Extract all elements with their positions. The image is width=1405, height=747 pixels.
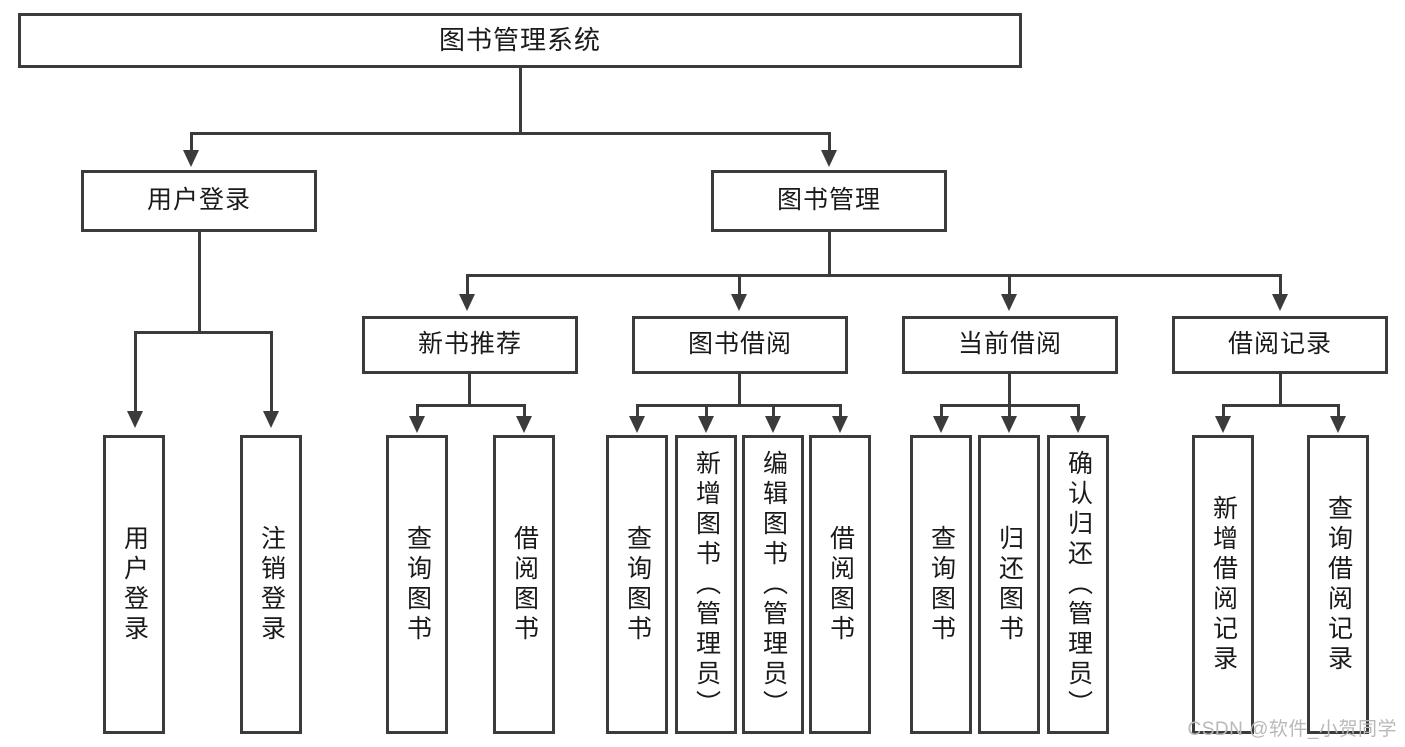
arrowhead-bb-add-book [698,416,714,433]
edge-to-book-borrow [738,274,741,298]
leaf-nb-borrow-book[interactable]: 借阅图书 [493,435,555,734]
edge-root-bus [190,132,831,135]
arrowhead-to-book-borrow [731,294,747,311]
node-label: 查询图书 [403,524,432,645]
edge-user-login-stem [198,232,201,333]
arrowhead-br-query-record [1330,416,1346,433]
edge-bb-to-query-book [636,404,639,420]
node-label: 确认归还（管理员） [1064,449,1093,720]
edge-br-to-add-record [1222,404,1225,420]
arrowhead-to-leaf-user-login [127,411,143,428]
edge-new-book-bus [416,404,526,407]
edge-borrow-record-bus [1222,404,1340,407]
edge-to-new-book [466,274,469,298]
arrowhead-to-book-mgmt [821,150,837,167]
edge-cb-to-return-book [1008,404,1011,420]
node-label: 借阅图书 [510,524,539,645]
node-label: 借阅图书 [826,524,855,645]
edge-nb-to-borrow-book [523,404,526,420]
edge-book-mgmt-stem [828,232,831,276]
edge-user-login-bus [134,331,273,334]
node-label: 查询借阅记录 [1324,494,1353,675]
leaf-cb-query-book[interactable]: 查询图书 [910,435,972,734]
node-label: 归还图书 [995,524,1024,645]
arrowhead-nb-query-book [409,416,425,433]
node-label: 借阅记录 [1227,330,1332,359]
edge-bb-to-add-book [705,404,708,420]
arrowhead-cb-return-book [1001,416,1017,433]
node-label: 图书管理系统 [438,25,601,56]
edge-root-stem [519,68,522,134]
edge-bb-to-borrow-book [839,404,842,420]
leaf-nb-query-book[interactable]: 查询图书 [386,435,448,734]
node-label: 图书借阅 [687,330,792,359]
leaf-bb-query-book[interactable]: 查询图书 [606,435,668,734]
leaf-cb-confirm-return[interactable]: 确认归还（管理员） [1047,435,1109,734]
edge-new-book-stem [468,374,471,406]
leaf-br-add-record[interactable]: 新增借阅记录 [1192,435,1254,734]
node-current-borrow[interactable]: 当前借阅 [902,316,1118,374]
edge-cb-to-query-book [940,404,943,420]
arrowhead-cb-query-book [933,416,949,433]
node-label: 查询图书 [623,524,652,645]
edge-root-to-user-login [190,132,193,156]
node-label: 编辑图书（管理员） [759,449,788,720]
node-label: 当前借阅 [957,330,1062,359]
edge-cb-to-confirm-return [1077,404,1080,420]
arrowhead-cb-confirm-return [1070,416,1086,433]
edge-book-borrow-bus [636,404,842,407]
arrowhead-nb-borrow-book [516,416,532,433]
node-label: 查询图书 [927,524,956,645]
leaf-bb-borrow-book[interactable]: 借阅图书 [809,435,871,734]
arrowhead-bb-borrow-book [832,416,848,433]
node-new-book-recommend[interactable]: 新书推荐 [362,316,578,374]
edge-borrow-record-stem [1279,374,1282,406]
node-label: 新增图书（管理员） [692,449,721,720]
arrowhead-to-user-login [183,150,199,167]
arrowhead-to-new-book [459,294,475,311]
arrowhead-br-add-record [1215,416,1231,433]
leaf-logout[interactable]: 注销登录 [240,435,302,734]
edge-book-borrow-stem [738,374,741,406]
edge-to-leaf-logout [270,331,273,415]
arrowhead-to-current-borrow [1001,294,1017,311]
leaf-user-login[interactable]: 用户登录 [103,435,165,734]
node-label: 新增借阅记录 [1209,494,1238,675]
edge-nb-to-query-book [416,404,419,420]
node-root-system[interactable]: 图书管理系统 [18,13,1022,68]
arrowhead-to-leaf-logout [263,411,279,428]
node-book-management[interactable]: 图书管理 [711,170,947,232]
edge-current-borrow-stem [1008,374,1011,406]
node-label: 用户登录 [120,524,149,645]
node-label: 用户登录 [146,186,251,215]
arrowhead-bb-edit-book [765,416,781,433]
edge-to-leaf-user-login [134,331,137,415]
edge-to-current-borrow [1008,274,1011,298]
arrowhead-to-borrow-record [1272,294,1288,311]
edge-book-mgmt-bus [466,274,1282,277]
edge-root-to-book-mgmt [828,132,831,156]
leaf-br-query-record[interactable]: 查询借阅记录 [1307,435,1369,734]
edge-to-borrow-record [1279,274,1282,298]
node-label: 注销登录 [257,524,286,645]
arrowhead-bb-query-book [629,416,645,433]
leaf-bb-add-book[interactable]: 新增图书（管理员） [675,435,737,734]
leaf-bb-edit-book[interactable]: 编辑图书（管理员） [742,435,804,734]
edge-br-to-query-record [1337,404,1340,420]
edge-bb-to-edit-book [772,404,775,420]
leaf-cb-return-book[interactable]: 归还图书 [978,435,1040,734]
node-book-borrow[interactable]: 图书借阅 [632,316,848,374]
node-label: 新书推荐 [417,330,522,359]
node-user-login[interactable]: 用户登录 [81,170,317,232]
node-borrow-record[interactable]: 借阅记录 [1172,316,1388,374]
node-label: 图书管理 [776,186,881,215]
